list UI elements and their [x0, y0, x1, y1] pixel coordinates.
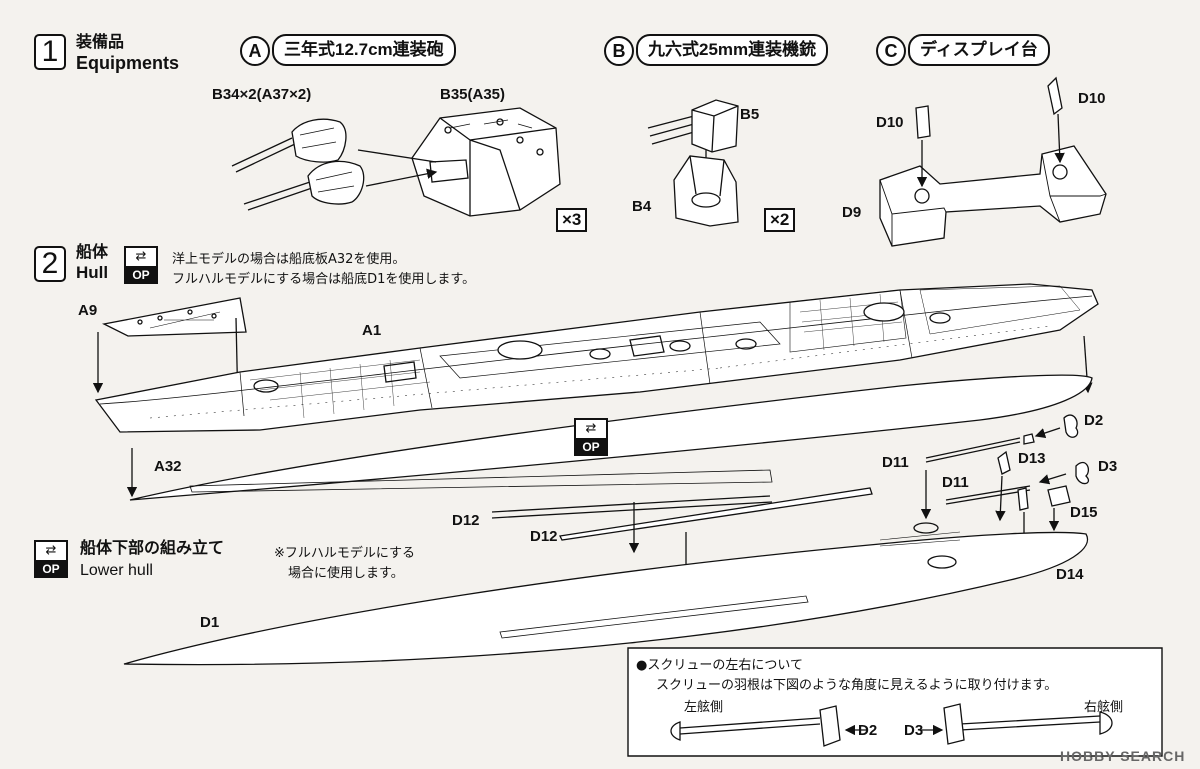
label-d12-upper: D12 [452, 512, 480, 529]
step-1-title-jp: 装備品 [76, 34, 125, 51]
label-d9: D9 [842, 204, 862, 221]
group-b-title: 九六式25mm連装機銃 [636, 34, 829, 66]
gun-parts-b5-b4 [648, 100, 738, 226]
screw-note-text: スクリューの羽根は下図のような角度に見えるように取り付けます。 [656, 678, 1058, 693]
label-a9: A9 [78, 302, 98, 319]
label-d15: D15 [1070, 504, 1098, 521]
label-d11-lower: D11 [942, 474, 969, 491]
label-b35: B35(A35) [440, 86, 506, 103]
group-b-quantity: ×2 [764, 208, 796, 232]
label-d12-lower: D12 [530, 528, 558, 545]
label-b4: B4 [632, 198, 652, 215]
label-d14: D14 [1056, 566, 1084, 583]
label-d11-upper: D11 [882, 454, 909, 471]
label-a1: A1 [362, 322, 382, 339]
step-2-number: 2 [34, 246, 66, 282]
swap-arrows-icon: ⇄ [126, 248, 156, 268]
hull-note-line-2: フルハルモデルにする場合は船底D1を使用します。 [172, 272, 476, 287]
group-a-quantity: ×3 [556, 208, 588, 232]
step-1-number: 1 [34, 34, 66, 70]
op-badge-center: ⇄ OP [574, 418, 608, 456]
group-c-title: ディスプレイ台 [908, 34, 1050, 66]
swap-arrows-icon: ⇄ [576, 420, 606, 440]
label-d10-right: D10 [1078, 90, 1106, 107]
group-b-letter: B [604, 36, 634, 66]
hull-note-line-1: 洋上モデルの場合は船底板A32を使用。 [172, 252, 406, 267]
lower-hull-note-1: ※フルハルモデルにする [274, 546, 416, 561]
label-port-side: 左舷側 [684, 700, 724, 715]
step-2-title-jp: 船体 [76, 244, 109, 261]
label-a32: A32 [154, 458, 182, 475]
group-a-letter: A [240, 36, 270, 66]
lower-hull-part-d1 [124, 523, 1087, 665]
label-d13: D13 [1018, 450, 1046, 467]
watermark: HOBBY SEARCH [1060, 748, 1186, 764]
lower-hull-note-2: 場合に使用します。 [288, 566, 404, 581]
lower-hull-title-en: Lower hull [80, 562, 153, 579]
hull-part-a1 [96, 284, 1098, 432]
label-screw-d2: D2 [858, 722, 878, 739]
ship-bottom-plate-a32 [126, 375, 1092, 500]
bow-deck-part-a9 [92, 298, 246, 412]
group-a-title: 三年式12.7cm連装砲 [272, 34, 456, 66]
label-d10-left: D10 [876, 114, 904, 131]
small-hull-parts [492, 415, 1088, 608]
label-screw-d3: D3 [904, 722, 924, 739]
step-2-title-en: Hull [76, 263, 109, 282]
label-d3: D3 [1098, 458, 1118, 475]
barrel-parts-b34 [232, 119, 364, 210]
step-1-title-en: Equipments [76, 53, 180, 73]
display-stand-parts [880, 78, 1106, 246]
op-badge-lower-hull: ⇄ OP [34, 540, 68, 578]
swap-arrows-icon: ⇄ [36, 542, 66, 562]
screw-orientation-box [628, 648, 1162, 756]
label-b34: B34×2(A37×2) [212, 86, 312, 103]
screw-note-heading: ●スクリューの左右について [636, 658, 803, 673]
label-b5: B5 [740, 106, 760, 123]
label-d2: D2 [1084, 412, 1104, 429]
label-d1: D1 [200, 614, 220, 631]
label-starboard-side: 右舷側 [1084, 700, 1124, 715]
op-badge-hull: ⇄ OP [124, 246, 158, 284]
lower-hull-title-jp: 船体下部の組み立て [80, 540, 225, 557]
turret-part-b35 [358, 108, 560, 216]
group-c-letter: C [876, 36, 906, 66]
